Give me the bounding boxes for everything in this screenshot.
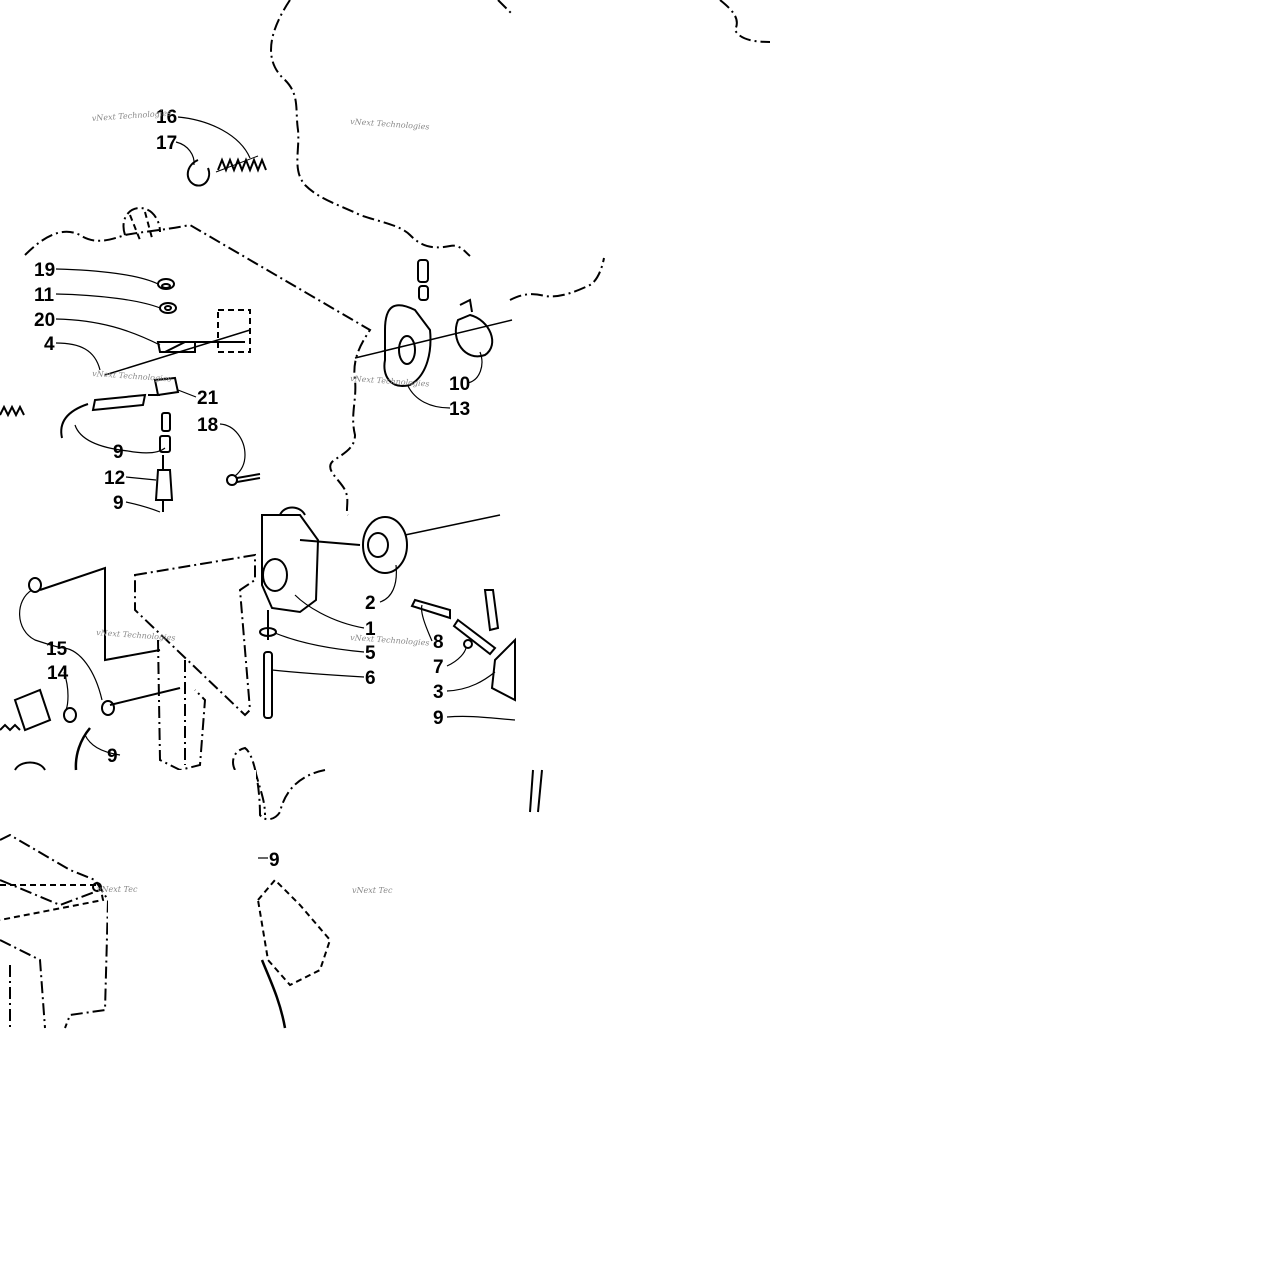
sleeve-part: [159, 435, 171, 453]
hose-part: [60, 403, 89, 439]
callout-1: 1: [365, 619, 376, 640]
watermark: vNext Technologies: [350, 374, 430, 389]
watermark: vNext Technologies: [350, 117, 430, 132]
bolt-head: [226, 474, 238, 486]
circlip-part: [186, 159, 211, 187]
callout-labels: 16 17 19 11 20 4 21 9 18 12 9 10 13 2 1 …: [34, 107, 470, 871]
flange-part: [383, 304, 432, 387]
callout-5: 5: [365, 643, 376, 664]
callout-16: 16: [156, 107, 177, 128]
box-part: [217, 309, 251, 353]
leader-lines: [19, 116, 516, 859]
diaphragm-part: [362, 514, 501, 574]
phantom-outline-lines: [0, 0, 771, 1029]
callout-9-d: 9: [107, 746, 118, 767]
carburetor-part: [261, 506, 361, 640]
part-illustrations: [0, 155, 543, 1029]
callout-13: 13: [449, 399, 470, 420]
tube-part: [263, 651, 273, 719]
callout-3: 3: [433, 682, 444, 703]
callout-9-e: 9: [269, 850, 280, 871]
callout-9-b: 9: [113, 493, 124, 514]
callout-9-c: 9: [433, 708, 444, 729]
callout-18: 18: [197, 415, 218, 436]
callout-4: 4: [44, 334, 55, 355]
spacer-part: [63, 707, 77, 723]
watermark: vNext Technologies: [96, 628, 176, 643]
watermark: vNext Tec: [97, 885, 138, 894]
watermark: vNext Tec: [352, 886, 393, 895]
callout-14: 14: [47, 663, 69, 684]
callout-20: 20: [34, 310, 55, 331]
bracket-part: [156, 341, 196, 353]
callout-9-a: 9: [113, 442, 124, 463]
watermark: vNext Technologies: [92, 369, 172, 384]
callout-10: 10: [449, 374, 470, 395]
callout-6: 6: [365, 668, 376, 689]
crop-masks: [0, 300, 1285, 1285]
callout-12: 12: [104, 468, 125, 489]
callout-17: 17: [156, 133, 177, 154]
spring-part: [215, 155, 267, 173]
washer-part: [159, 302, 177, 314]
clamp-part: [454, 313, 494, 358]
grommet-part: [28, 577, 42, 593]
callout-15: 15: [46, 639, 68, 660]
callout-2: 2: [365, 593, 376, 614]
watermark: vNext Technologies: [350, 633, 430, 648]
callout-8: 8: [433, 632, 444, 653]
callout-11: 11: [34, 285, 55, 306]
callout-21: 21: [197, 388, 219, 409]
nut-small: [463, 639, 473, 649]
callout-7: 7: [433, 657, 444, 678]
tee-fitting-part: [148, 376, 180, 397]
pump-part: [490, 637, 516, 702]
callout-19: 19: [34, 260, 55, 281]
clip-part: [259, 627, 277, 637]
filter-part: [154, 455, 174, 512]
